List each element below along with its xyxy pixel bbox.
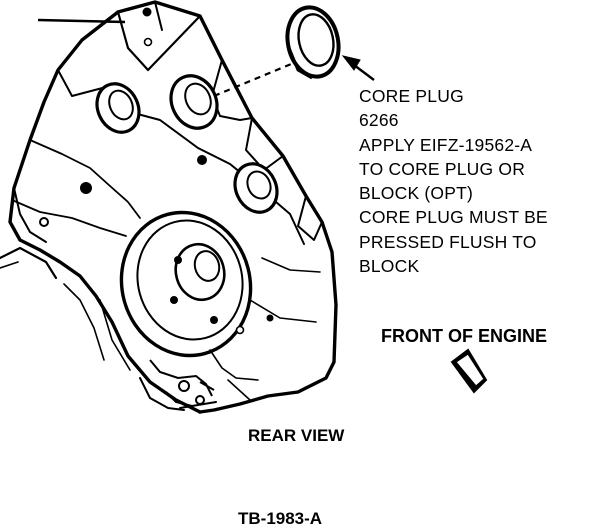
alignment-dashed-line [213,60,297,98]
core-plug-part [285,5,341,80]
leader-line [37,18,126,24]
callout-line: BLOCK (OPT) [359,183,474,204]
callout-line: TO CORE PLUG OR [359,158,526,179]
core-plug-bores [95,74,279,214]
bolt-holes [39,7,274,405]
callout-line: 6266 [359,110,399,131]
front-direction-arrow [450,348,488,394]
figure-id: TB-1983-A [238,509,323,528]
callout-line: PRESSED FLUSH TO [359,231,537,252]
callout-line: BLOCK [359,256,420,277]
callout-line: CORE PLUG MUST BE [359,207,548,228]
engine-block [0,0,338,414]
callout-arrow [341,55,375,81]
core-plug-callout: CORE PLUG 6266 APPLY EIFZ-19562-A TO COR… [359,84,548,278]
callout-line: CORE PLUG [359,86,464,106]
front-of-engine-label: FRONT OF ENGINE [381,326,547,346]
rear-seal-retainer [119,210,253,358]
callout-line: APPLY EIFZ-19562-A [359,134,533,155]
view-label: REAR VIEW [248,426,345,445]
oil-pan-flange [149,359,215,407]
